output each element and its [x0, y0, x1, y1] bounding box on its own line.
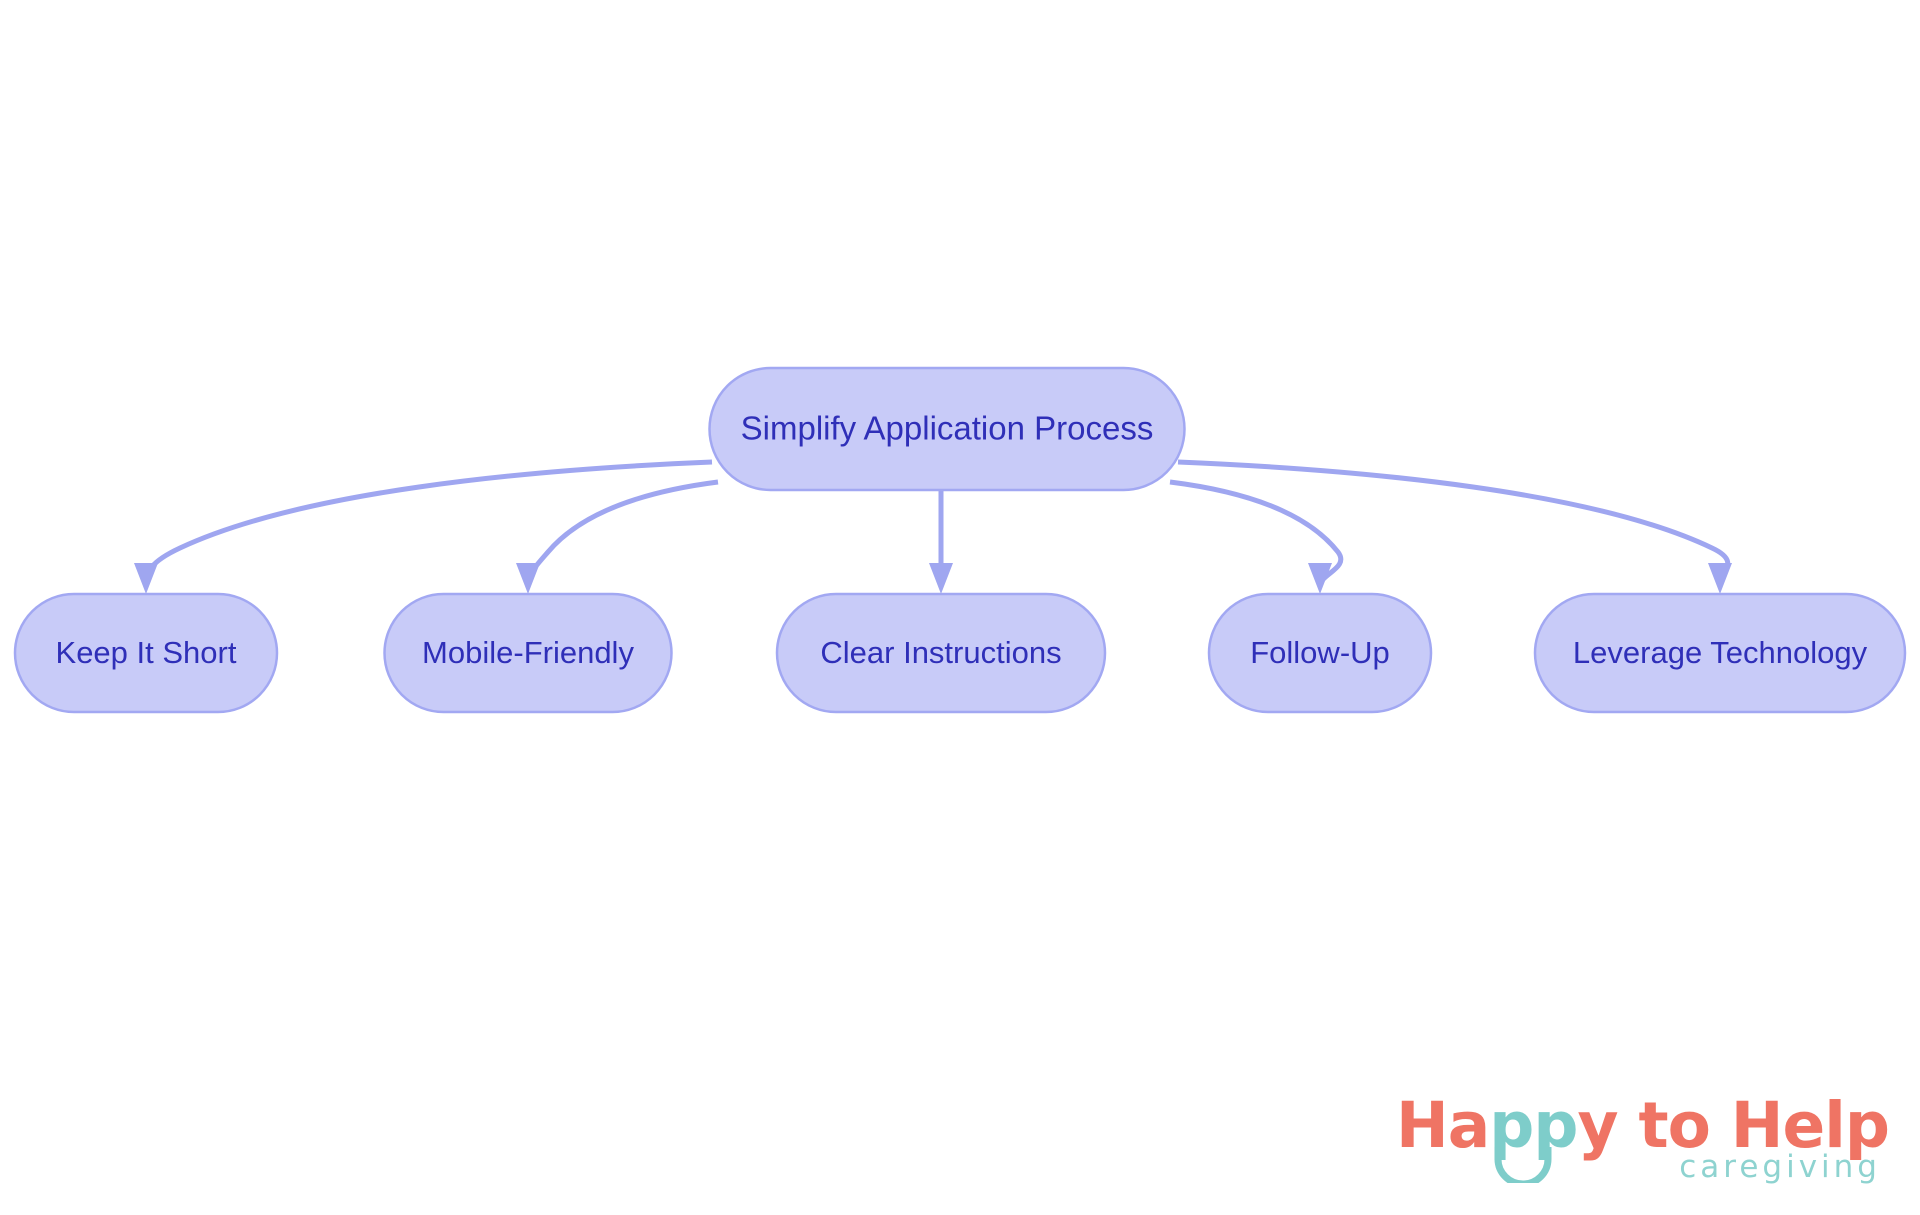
- node-shape-root: [708, 366, 1186, 492]
- logo-word-two: y to Help: [1577, 1089, 1889, 1162]
- node-label-clear-instructions: Clear Instructions: [820, 635, 1061, 670]
- node-clear-instructions[interactable]: Clear Instructions: [775, 592, 1107, 714]
- node-simplify-application-process[interactable]: Simplify Application Process: [708, 366, 1186, 492]
- logo-word-one: Ha: [1396, 1089, 1490, 1162]
- node-keep-it-short[interactable]: Keep It Short: [13, 592, 279, 714]
- edge-root-to-keep-it-short: [143, 459, 713, 587]
- node-shape-follow-up: [1207, 592, 1433, 714]
- arrowhead-leverage-technology: [1708, 563, 1732, 594]
- node-shape-leverage-technology: [1533, 592, 1907, 714]
- node-shape-mobile-friendly: [383, 592, 673, 714]
- node-label-leverage-technology: Leverage Technology: [1573, 635, 1868, 670]
- arrowhead-keep-it-short: [134, 563, 158, 594]
- arrowhead-mobile-friendly: [516, 563, 540, 594]
- brand-logo: Happy to Help caregiving: [1396, 1087, 1890, 1197]
- logo-word-pp: pp: [1489, 1089, 1578, 1162]
- edge-root-to-follow-up: [1169, 479, 1344, 587]
- arrowhead-follow-up: [1308, 563, 1332, 594]
- node-label-root: Simplify Application Process: [741, 410, 1154, 447]
- node-follow-up[interactable]: Follow-Up: [1207, 592, 1433, 714]
- arrowhead-clear-instructions: [929, 563, 953, 594]
- node-label-keep-it-short: Keep It Short: [56, 635, 237, 670]
- node-label-mobile-friendly: Mobile-Friendly: [422, 635, 634, 670]
- node-shape-keep-it-short: [13, 592, 279, 714]
- node-leverage-technology[interactable]: Leverage Technology: [1533, 592, 1907, 714]
- edge-root-to-mobile-friendly: [525, 479, 719, 587]
- edge-group: [134, 459, 1732, 594]
- edge-root-to-leverage-technology: [1177, 459, 1731, 587]
- node-label-follow-up: Follow-Up: [1250, 635, 1390, 670]
- node-mobile-friendly[interactable]: Mobile-Friendly: [383, 592, 673, 714]
- logo-tagline: caregiving: [1679, 1149, 1881, 1185]
- logo-wordmark: Happy to Help: [1396, 1087, 1890, 1165]
- smile-icon: [1494, 1147, 1552, 1183]
- node-shape-clear-instructions: [775, 592, 1107, 714]
